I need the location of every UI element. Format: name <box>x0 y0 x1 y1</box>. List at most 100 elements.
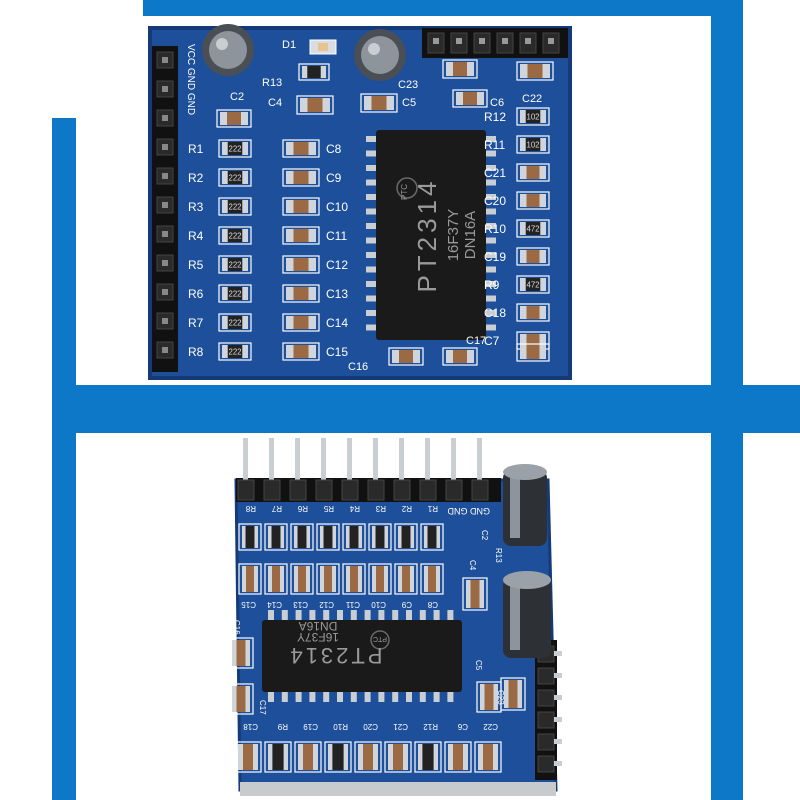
top-cap-C10 <box>282 197 320 216</box>
bottom-part-R9 <box>264 741 292 773</box>
top-chip-pin-left-4 <box>366 194 378 200</box>
top-label-C13: C13 <box>326 287 348 301</box>
bottom-cap-C13 <box>290 563 314 595</box>
top-label-C15: C15 <box>326 345 348 359</box>
bottom-top-header-socket-4 <box>341 479 359 501</box>
top-part-R12-code: 102 <box>526 112 539 121</box>
bottom-chip-pin-top-3 <box>309 610 316 622</box>
top-resistor-R8-code: 222 <box>228 347 241 356</box>
bottom-chip-pin-bottom-4 <box>323 690 330 702</box>
top-part-R9: 472 <box>516 275 550 294</box>
top-cap-C2 <box>216 109 252 128</box>
bottom-label-bottom-C18: C18 <box>243 722 258 731</box>
bottom-cap-C12 <box>316 563 340 595</box>
top-chip-pin-left-3 <box>366 179 378 186</box>
top-part-C20 <box>516 191 550 210</box>
bottom-label-R7: R7 <box>271 504 282 513</box>
bottom-part-C21 <box>384 741 412 773</box>
frame-right-lower-bar <box>711 385 743 800</box>
top-chip-pin-right-1 <box>484 150 496 157</box>
top-pcb <box>150 28 570 378</box>
bottom-electrolytic-cap-1 <box>503 464 547 546</box>
bottom-part-R12 <box>414 741 442 773</box>
bottom-top-header-pin-3 <box>321 438 326 480</box>
top-chip-pin-left-12 <box>366 310 378 316</box>
bottom-chip-body <box>262 620 462 692</box>
frame-left-bar <box>52 118 76 800</box>
top-left-header-pin-tip-9 <box>162 318 168 324</box>
bottom-resistor-R6 <box>290 523 314 551</box>
top-part-C18 <box>516 303 550 322</box>
top-cap-C15 <box>282 342 320 361</box>
top-chip-pin-right-0 <box>484 136 496 142</box>
top-chip-pins <box>366 136 496 331</box>
top-chip-pin-right-12 <box>484 310 496 316</box>
top-chip-text-1: PT2314 <box>412 177 442 292</box>
top-chip-logo: PTC <box>400 184 409 200</box>
bottom-chip-pin-top-5 <box>337 610 343 622</box>
bottom-right-header-socket-1 <box>537 667 555 685</box>
frame-top-bar <box>143 0 743 16</box>
top-label-R3: R3 <box>188 200 204 214</box>
top-left-header-pin-tip-8 <box>162 289 168 295</box>
top-right-header-pin-tip-2 <box>479 38 485 44</box>
top-chip-pin-left-0 <box>366 136 378 142</box>
top-resistor-R1-code: 222 <box>228 144 241 153</box>
bottom-top-header-socket-8 <box>445 479 463 501</box>
top-left-header-pin-tip-0 <box>162 57 168 63</box>
bottom-right-header-pin-0 <box>554 651 562 656</box>
bottom-right-header-socket-4 <box>537 733 555 751</box>
top-label-C22: C22 <box>522 93 542 105</box>
top-resistor-R5: 222 <box>218 255 252 274</box>
top-right-header <box>422 28 568 58</box>
top-label-C14: C14 <box>326 316 348 330</box>
bottom-label-bottom-C19: C19 <box>303 722 318 731</box>
top-chip-pin-left-5 <box>366 208 378 215</box>
bottom-chip-pin-bottom-11 <box>419 690 426 702</box>
bottom-chip-pin-top-4 <box>323 610 330 622</box>
top-label-R11: R11 <box>484 138 505 152</box>
bottom-chip-pin-top-1 <box>281 610 288 622</box>
bottom-top-header-socket-2 <box>289 479 307 501</box>
top-label-C11: C11 <box>326 229 347 243</box>
bottom-resistor-R8 <box>238 523 262 551</box>
top-label-C10: C10 <box>326 200 348 214</box>
bottom-label-side-C5: C5 <box>474 660 483 671</box>
bottom-top-header-socket-3 <box>315 479 333 501</box>
bottom-chip-pin-top-7 <box>364 610 371 622</box>
bottom-cap-C4 <box>500 677 526 711</box>
bottom-cap-C17 <box>228 683 254 715</box>
bottom-chip-pin-bottom-0 <box>268 690 274 702</box>
top-cap-C11 <box>282 226 320 245</box>
top-chip-pin-right-11 <box>484 295 496 302</box>
top-chip-pin-left-6 <box>366 223 378 229</box>
top-label-C17: C17 <box>466 335 486 347</box>
bottom-top-header-pin-1 <box>269 438 274 480</box>
bottom-resistor-R3 <box>368 523 392 551</box>
top-board-photo: VCC GND GND PTC PT2314 <box>148 24 572 380</box>
top-pcb-edge <box>148 26 572 380</box>
bottom-label-C12: C12 <box>319 600 334 609</box>
bottom-chip-pin-top-9 <box>392 610 399 622</box>
bottom-right-header-socket-5 <box>537 755 555 773</box>
bottom-right-header-socket-3 <box>537 711 555 729</box>
bottom-label-R6: R6 <box>297 504 308 513</box>
top-chip-pin-left-11 <box>366 295 378 302</box>
top-left-header-pin-tip-5 <box>162 202 168 208</box>
bottom-part-C18 <box>234 741 262 773</box>
bottom-right-header-socket-2 <box>537 689 555 707</box>
bottom-part-C6 <box>444 741 472 773</box>
top-right-header-pin-tip-4 <box>525 38 531 44</box>
bottom-chip: PTC PT2314 16F37Y DN16A <box>262 610 462 702</box>
top-resistor-R1: 222 <box>218 139 252 158</box>
bottom-label-C11: C11 <box>345 600 360 609</box>
bottom-label-C15: C15 <box>241 600 256 609</box>
bottom-top-header-pin-6 <box>399 438 404 480</box>
bottom-cap-C10 <box>368 563 392 595</box>
bottom-chip-pin-bottom-13 <box>447 690 454 702</box>
top-resistor-R2: 222 <box>218 168 252 187</box>
top-left-header-pin-tip-10 <box>162 347 168 353</box>
top-label-C20: C20 <box>484 194 506 208</box>
top-chip-pin-left-1 <box>366 150 378 157</box>
